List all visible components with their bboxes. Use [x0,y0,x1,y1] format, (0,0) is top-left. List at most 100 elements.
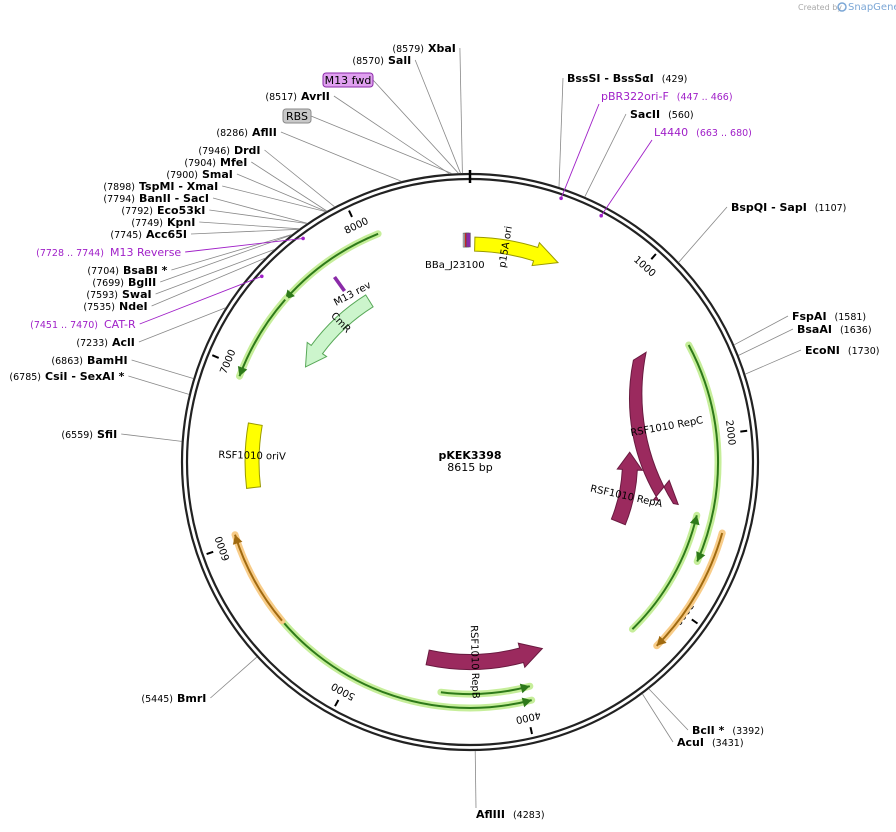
boxed-m13-fwd[interactable]: M13 fwd [322,72,374,88]
site-bmri[interactable]: BmrI(5445) [141,692,206,705]
site-acc65i-name: Acc65I [146,228,187,241]
site-acc65i[interactable]: Acc65I (7745) [110,228,187,241]
leader-sfii [121,433,182,442]
site-bglii[interactable]: BglII(7699) [92,276,156,289]
leader-xbai [459,47,463,174]
site-xbai[interactable]: XbaI(8579) [392,42,455,55]
track-right-upper[interactable] [687,344,720,562]
leader-acui [642,693,674,743]
track-orange-right[interactable] [655,532,724,647]
site-econi[interactable]: EcoNI(1730) [805,344,879,357]
track-right-lower[interactable] [631,515,698,630]
site-eco53ki-pos: (7792) [121,206,153,217]
feature-rsf1010-repb[interactable] [425,642,544,671]
site-bsssi[interactable]: BssSI - BssSαI(429) [567,72,687,85]
site-bsssi-name: BssSI - BssSαI [567,72,654,85]
tick-label: 2000 [723,419,737,446]
site-banii[interactable]: BanII - SacI(7794) [103,192,209,205]
track-bottom-outer-arrow-icon [521,697,532,708]
primer-cat-r[interactable]: CAT-R(7451 .. 7470) [30,318,136,331]
site-sali[interactable]: SalI(8570) [352,54,411,67]
feature-rsf1010-oriv[interactable] [244,422,263,489]
snapgene-logo-icon [837,2,847,12]
leader-bamhi [131,359,194,379]
site-eco53ki[interactable]: Eco53kI(7792) [121,204,205,217]
site-fspai-pos: (1581) [835,312,867,323]
track-top-left[interactable] [284,232,379,301]
feature-rsf1010-repc[interactable] [629,351,679,506]
site-sfii[interactable]: SfiI(6559) [61,428,117,441]
site-acc65i-pos: (7745) [110,230,142,241]
leader-csii [128,375,190,395]
primer-m13-reverse[interactable]: M13 Reverse(7728 .. 7744) [36,246,181,259]
site-ndei[interactable]: NdeI(7535) [83,300,147,313]
leader-acli [138,307,226,343]
site-bamhi[interactable]: BamHI(6863) [51,354,127,367]
track-bottom-inner-arrow-icon [519,683,530,694]
tick-mark [529,726,533,735]
site-smai-name: SmaI [202,168,233,181]
feature-p15a-ori[interactable] [474,236,560,267]
site-fspai[interactable]: FspAI (1581) [792,310,866,323]
site-bspqi-pos: (1107) [815,203,847,214]
track-right-upper-arrow-icon [696,551,706,562]
site-swai-pos: (7593) [86,290,118,301]
leader-bsabi [171,234,292,271]
site-acli[interactable]: AclI(7233) [76,336,135,349]
tick-mark [650,253,657,260]
site-aflii[interactable]: AflII(8286) [216,126,276,139]
leader-ndei [151,257,266,307]
site-drdi[interactable]: DrdI(7946) [198,144,260,157]
site-bcli[interactable]: BclI *(3392) [692,724,764,737]
boxed-m13-fwd-box [322,72,374,88]
track-top-left-arrow-icon [285,289,295,300]
site-bamhi-pos: (6863) [51,356,83,367]
tick-label: 5000 [330,680,358,702]
site-bsaai-pos: (1636) [840,325,872,336]
site-sacii-name: SacII [630,108,660,121]
site-afliii-pos: (4283) [513,810,545,821]
site-afliii[interactable]: AflIII(4283) [476,808,545,821]
leader-fspai [734,315,789,346]
site-mfei[interactable]: MfeI(7904) [184,156,247,169]
site-labels[interactable]: XbaI(8579)SalI(8570) AvrII(8517) AflII(828… [9,42,879,821]
boxed-rbs[interactable]: RBS [282,108,312,124]
leader-eco53ki [209,209,307,224]
primer-pbr322ori-f[interactable]: pBR322ori-F(447 .. 466) [601,90,733,103]
leader-mfei [251,161,328,212]
site-smai[interactable]: SmaI(7900) [166,168,233,181]
track-left-arrow-icon [237,366,248,377]
site-acui-pos: (3431) [712,738,744,749]
feature-cmr[interactable] [304,294,374,368]
site-tspmi[interactable]: TspMI - XmaI(7898) [103,180,218,193]
primer-m13-reverse-marker-icon [301,236,305,241]
site-bsaai[interactable]: BsaAI(1636) [797,323,872,336]
site-bsabi[interactable]: BsaBI *(7704) [87,264,167,277]
site-sacii-pos: (560) [668,110,694,121]
leader-bsaai [738,328,794,356]
track-bottom-outer[interactable] [266,601,532,709]
primer-m13-reverse-range: (7728 .. 7744) [36,248,104,259]
boxed-m13-fwd-label: M13 fwd [325,74,372,87]
bba-j23100-label: BBa_J23100 [425,260,485,271]
leader-lines [121,47,802,809]
site-fspai-name: FspAI [792,310,827,323]
site-avrii[interactable]: AvrII(8517) [265,90,330,103]
site-csii[interactable]: CsiI - SexAI *(6785) [9,370,124,383]
site-acui[interactable]: AcuI(3431) [677,736,744,749]
leader-bspqi [678,206,728,263]
site-bspqi[interactable]: BspQI - SapI(1107) [731,201,846,214]
boxed-rbs-box [282,108,312,124]
tick-mark [206,550,214,556]
primer-l4440[interactable]: L4440(663 .. 680) [654,126,752,139]
leader-sacii [584,113,627,197]
feature-rsf1010-repa[interactable] [610,451,644,526]
site-drdi-name: DrdI [234,144,261,157]
site-swai[interactable]: SwaI(7593) [86,288,151,301]
primer-pbr322ori-f-name: pBR322ori-F [601,90,669,103]
tick-label: 8000 [343,216,371,237]
site-sacii[interactable]: SacII (560) [630,108,694,121]
site-kpni[interactable]: KpnI(7749) [131,216,195,229]
site-banii-name: BanII - SacI [139,192,209,205]
site-bsabi-pos: (7704) [87,266,119,277]
